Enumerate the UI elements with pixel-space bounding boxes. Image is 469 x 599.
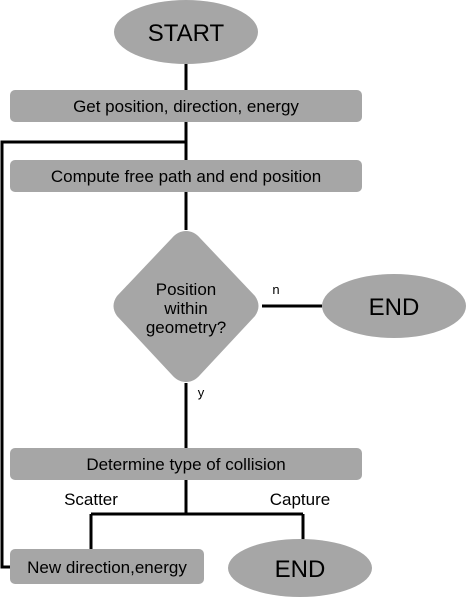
end-outside-node [322,274,466,338]
capture-label: Capture [270,490,330,509]
edge-loop-back [0,140,186,569]
decision-node [113,231,259,382]
start-label: START [148,20,225,47]
end-outside-label: END [369,294,420,321]
decision-label-line2: within [163,299,207,318]
compute-path-node [10,160,362,192]
start-node [114,0,258,64]
collision-node [10,448,362,480]
decision-label-line1: Position [156,280,216,299]
yes-label: y [198,385,205,400]
get-state-node [10,90,362,122]
no-label: n [272,282,279,297]
get-state-label: Get position, direction, energy [73,97,299,116]
new-direction-label: New direction,energy [27,558,187,577]
end-capture-label: END [275,556,326,583]
end-capture-node [228,539,372,597]
scatter-label: Scatter [64,490,118,509]
decision-label-line3: geometry? [146,318,226,337]
collision-label: Determine type of collision [86,455,285,474]
compute-path-label: Compute free path and end position [51,167,321,186]
new-direction-node [10,549,204,584]
connectors [0,64,322,569]
